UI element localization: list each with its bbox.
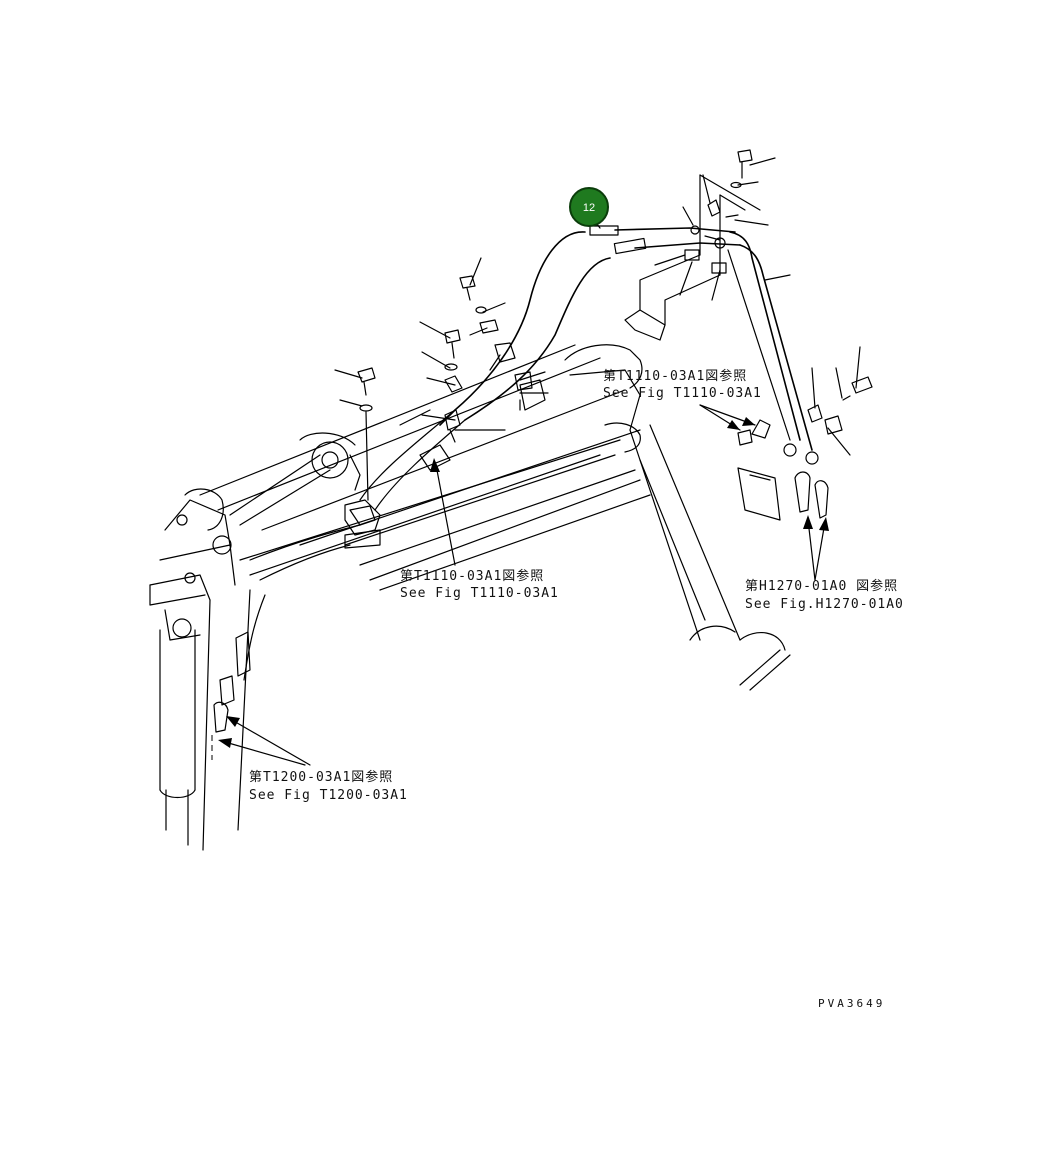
drawing-code: PVA3649: [818, 997, 885, 1010]
ref-t1200-en: See Fig T1200-03A1: [249, 788, 408, 803]
callout-number: 12: [583, 202, 595, 214]
ref-t1110-lower-jp: 第T1110-03A1図参照: [400, 568, 544, 584]
reference-arrows: [218, 404, 829, 766]
ref-h1270-jp: 第H1270-01A0 図参照: [745, 578, 898, 594]
hoses: [359, 225, 819, 511]
boom-structure: [149, 174, 791, 851]
ref-t1200-jp: 第T1200-03A1図参照: [249, 769, 393, 785]
ref-t1110-upper-jp: 第T1110-03A1図参照: [603, 368, 747, 384]
ref-h1270-en: See Fig.H1270-01A0: [745, 597, 904, 612]
callout-badge[interactable]: [569, 187, 609, 227]
ref-t1110-lower-en: See Fig T1110-03A1: [400, 586, 559, 601]
callout-12[interactable]: 12: [569, 187, 609, 227]
reference-labels: 第T1110-03A1図参照 See Fig T1110-03A1 第T1110…: [249, 368, 904, 1010]
ref-t1110-upper-en: See Fig T1110-03A1: [603, 386, 762, 401]
clamps-bolts: [211, 149, 873, 760]
